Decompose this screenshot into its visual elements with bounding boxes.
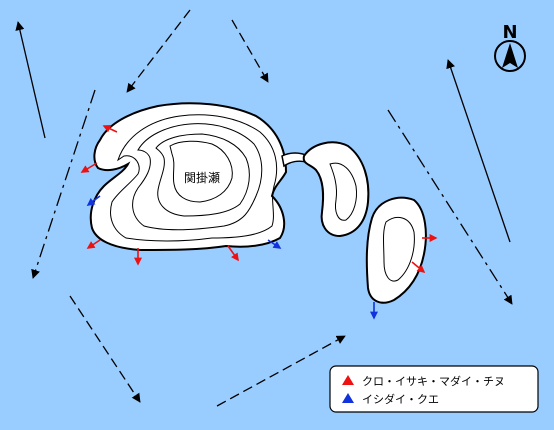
red-spot-marker[interactable] — [86, 239, 101, 249]
blue-triangle-icon — [342, 393, 354, 403]
current-arrow — [69, 295, 141, 403]
main-island: 関掛瀬 — [89, 102, 309, 252]
current-arrow — [126, 9, 191, 93]
current-arrows — [15, 9, 513, 407]
compass-arrow-icon — [502, 43, 518, 68]
red-spot-marker[interactable] — [102, 125, 118, 133]
compass-north-letter: N — [502, 22, 517, 43]
red-spot-marker[interactable] — [227, 245, 239, 262]
blue-spot-marker[interactable] — [267, 239, 282, 249]
red-triangle-icon — [342, 375, 354, 385]
blue-spot-marker[interactable] — [86, 195, 101, 206]
contour-line — [110, 114, 278, 242]
fishing-spot-markers — [80, 125, 438, 320]
compass-ring — [494, 40, 526, 72]
current-arrow — [387, 109, 513, 305]
current-arrow — [231, 19, 269, 83]
legend-item-red: クロ・イサキ・マダイ・チヌ — [362, 374, 505, 388]
current-arrow — [216, 335, 346, 407]
legend-box — [329, 365, 539, 413]
current-arrow — [15, 21, 46, 139]
current-arrow — [31, 89, 96, 279]
main-island-outline — [89, 102, 288, 252]
red-spot-marker[interactable] — [411, 261, 426, 274]
contour-line — [132, 123, 263, 231]
current-arrow — [446, 59, 511, 243]
contour-line — [169, 140, 233, 203]
legend-item-blue: イシダイ・クエ — [362, 392, 439, 406]
middle-island — [302, 141, 370, 238]
island-label: 関掛瀬 — [184, 170, 220, 185]
contour-line — [329, 162, 357, 221]
legend: クロ・イサキ・マダイ・チヌ イシダイ・クエ — [329, 365, 539, 413]
red-spot-marker[interactable] — [80, 162, 98, 173]
right-island — [365, 196, 427, 304]
contour-line — [383, 216, 415, 282]
contour-line — [155, 133, 250, 217]
compass: N — [494, 22, 526, 72]
